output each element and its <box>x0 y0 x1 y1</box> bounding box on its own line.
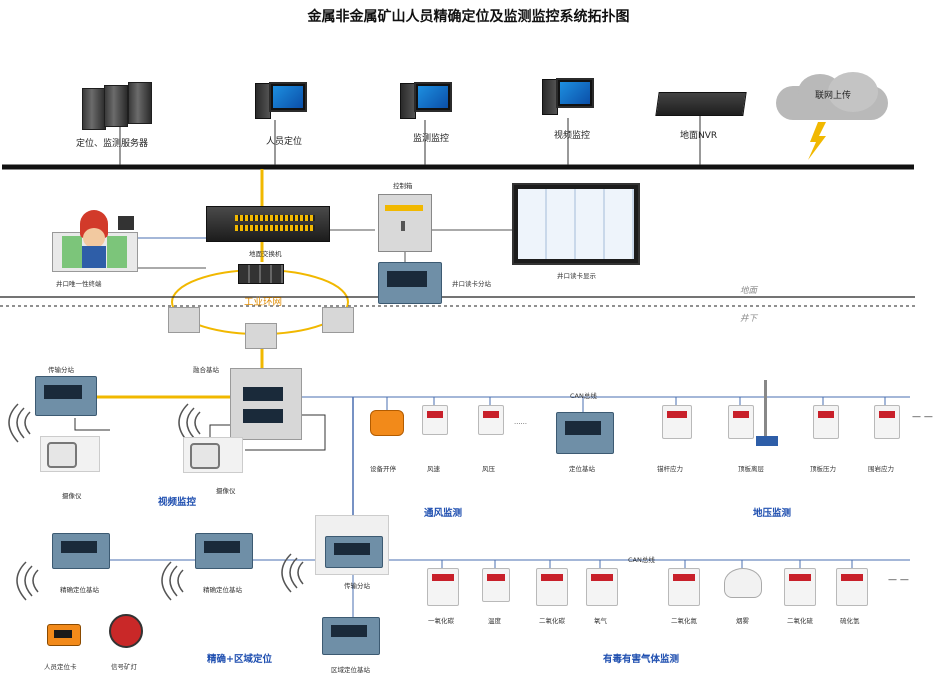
label-co2: 二氧化碳 <box>539 617 565 625</box>
roof-pole-icon <box>764 380 767 440</box>
label-camera-1: 摄像仪 <box>62 492 82 500</box>
camera-icon <box>40 436 100 472</box>
label-surround: 围岩应力 <box>868 465 894 473</box>
label-cloud: 联网上传 <box>815 91 852 101</box>
label-gas-section: 有毒有害气体监测 <box>603 654 680 665</box>
label-card: 人员定位卡 <box>44 663 77 671</box>
label-underground: 井下 <box>740 314 758 324</box>
area-station-icon <box>322 617 380 655</box>
label-ground: 地面 <box>740 286 758 296</box>
label-server: 定位、监测服务器 <box>76 139 149 149</box>
ring-node-icon <box>322 307 354 333</box>
reader-station-icon <box>378 262 442 304</box>
label-ring: 工业环网 <box>244 297 283 308</box>
co2-sensor-icon <box>536 568 568 606</box>
label-precise-1: 精确定位基站 <box>60 586 99 594</box>
display-screen-icon <box>512 183 640 265</box>
label-smoke: 烟雾 <box>736 617 749 625</box>
label-wind-speed: 风速 <box>427 465 440 473</box>
label-precise-2: 精确定位基站 <box>203 586 242 594</box>
label-locator: 定位基站 <box>569 465 595 473</box>
label-anchor: 锚杆应力 <box>657 465 683 473</box>
label-can-1: CAN总线 <box>570 392 597 400</box>
nvr-icon <box>655 92 747 116</box>
label-reader: 井口读卡分站 <box>452 280 491 288</box>
label-camera-2: 摄像仪 <box>216 487 236 495</box>
label-area-station: 区域定位基站 <box>331 666 370 674</box>
precise-station-icon <box>195 533 253 569</box>
label-vent-section: 通风监测 <box>424 508 463 519</box>
label-pressure-section: 地压监测 <box>753 508 792 519</box>
label-temp: 温度 <box>488 617 501 625</box>
label-switch: 地面交换机 <box>249 250 282 258</box>
label-transfer-1: 传输分站 <box>48 366 74 374</box>
label-ellipsis: …… <box>514 418 527 426</box>
h2s-sensor-icon <box>836 568 868 606</box>
cloud-icon <box>776 72 896 122</box>
label-precise-section: 精确+区域定位 <box>207 654 272 665</box>
lamp-icon <box>109 614 143 648</box>
label-terminal: 井口唯一性终端 <box>56 280 102 288</box>
ring-node-icon <box>168 307 200 333</box>
smoke-sensor-icon <box>724 568 762 598</box>
terminal-icon <box>52 206 138 272</box>
label-roof: 顶板离层 <box>738 465 764 473</box>
label-video: 视频监控 <box>554 131 591 141</box>
label-personnel: 人员定位 <box>266 137 303 147</box>
server-icon <box>82 82 162 130</box>
label-roof-pressure: 顶板压力 <box>810 465 836 473</box>
lightning-icon <box>808 122 826 160</box>
ring-node-icon <box>245 323 277 349</box>
label-dash-1: — — <box>912 412 933 422</box>
fusion-station-icon <box>230 368 302 440</box>
label-lamp: 信号矿灯 <box>111 663 137 671</box>
card-icon <box>47 624 81 646</box>
roof-pressure-sensor-icon <box>813 405 839 439</box>
label-nvr: 地面NVR <box>680 131 718 141</box>
label-display: 井口读卡显示 <box>557 272 596 280</box>
locator-station-icon <box>556 412 614 454</box>
computer-icon <box>255 80 307 120</box>
label-co: 一氧化碳 <box>428 617 454 625</box>
label-transfer-2: 传输分站 <box>344 582 370 590</box>
label-o2: 氧气 <box>594 617 607 625</box>
so2-sensor-icon <box>784 568 816 606</box>
cabinet-icon <box>378 194 432 252</box>
wind-pressure-sensor-icon <box>478 405 504 435</box>
anchor-sensor-icon <box>662 405 692 439</box>
surround-sensor-icon <box>874 405 900 439</box>
label-wind-pressure: 风压 <box>482 465 495 473</box>
switch-icon <box>206 206 330 242</box>
label-video-section: 视频监控 <box>158 497 197 508</box>
label-no2: 二氧化氮 <box>671 617 697 625</box>
transfer-station-icon <box>325 536 383 568</box>
camera-icon <box>183 437 243 473</box>
transfer-station-icon <box>35 376 97 416</box>
no2-sensor-icon <box>668 568 700 606</box>
label-h2s: 硫化氢 <box>840 617 860 625</box>
co-sensor-icon <box>427 568 459 606</box>
label-equip: 设备开停 <box>370 465 396 473</box>
label-can-2: CAN总线 <box>628 556 655 564</box>
roof-sensor-icon <box>728 405 754 439</box>
label-so2: 二氧化硫 <box>787 617 813 625</box>
temp-sensor-icon <box>482 568 510 602</box>
roof-base-icon <box>756 436 778 446</box>
o2-sensor-icon <box>586 568 618 606</box>
label-fusion: 融合基站 <box>193 366 219 374</box>
label-cabinet: 控制箱 <box>393 182 413 190</box>
ring-switch-icon <box>238 264 284 284</box>
computer-icon <box>542 76 594 116</box>
precise-station-icon <box>52 533 110 569</box>
equip-sensor-icon <box>370 410 404 436</box>
label-dash-2: — — <box>888 575 909 585</box>
computer-icon <box>400 80 452 120</box>
page-title: 金属非金属矿山人员精确定位及监测监控系统拓扑图 <box>307 9 630 25</box>
wind-speed-sensor-icon <box>422 405 448 435</box>
label-monitoring: 监测监控 <box>413 134 450 144</box>
